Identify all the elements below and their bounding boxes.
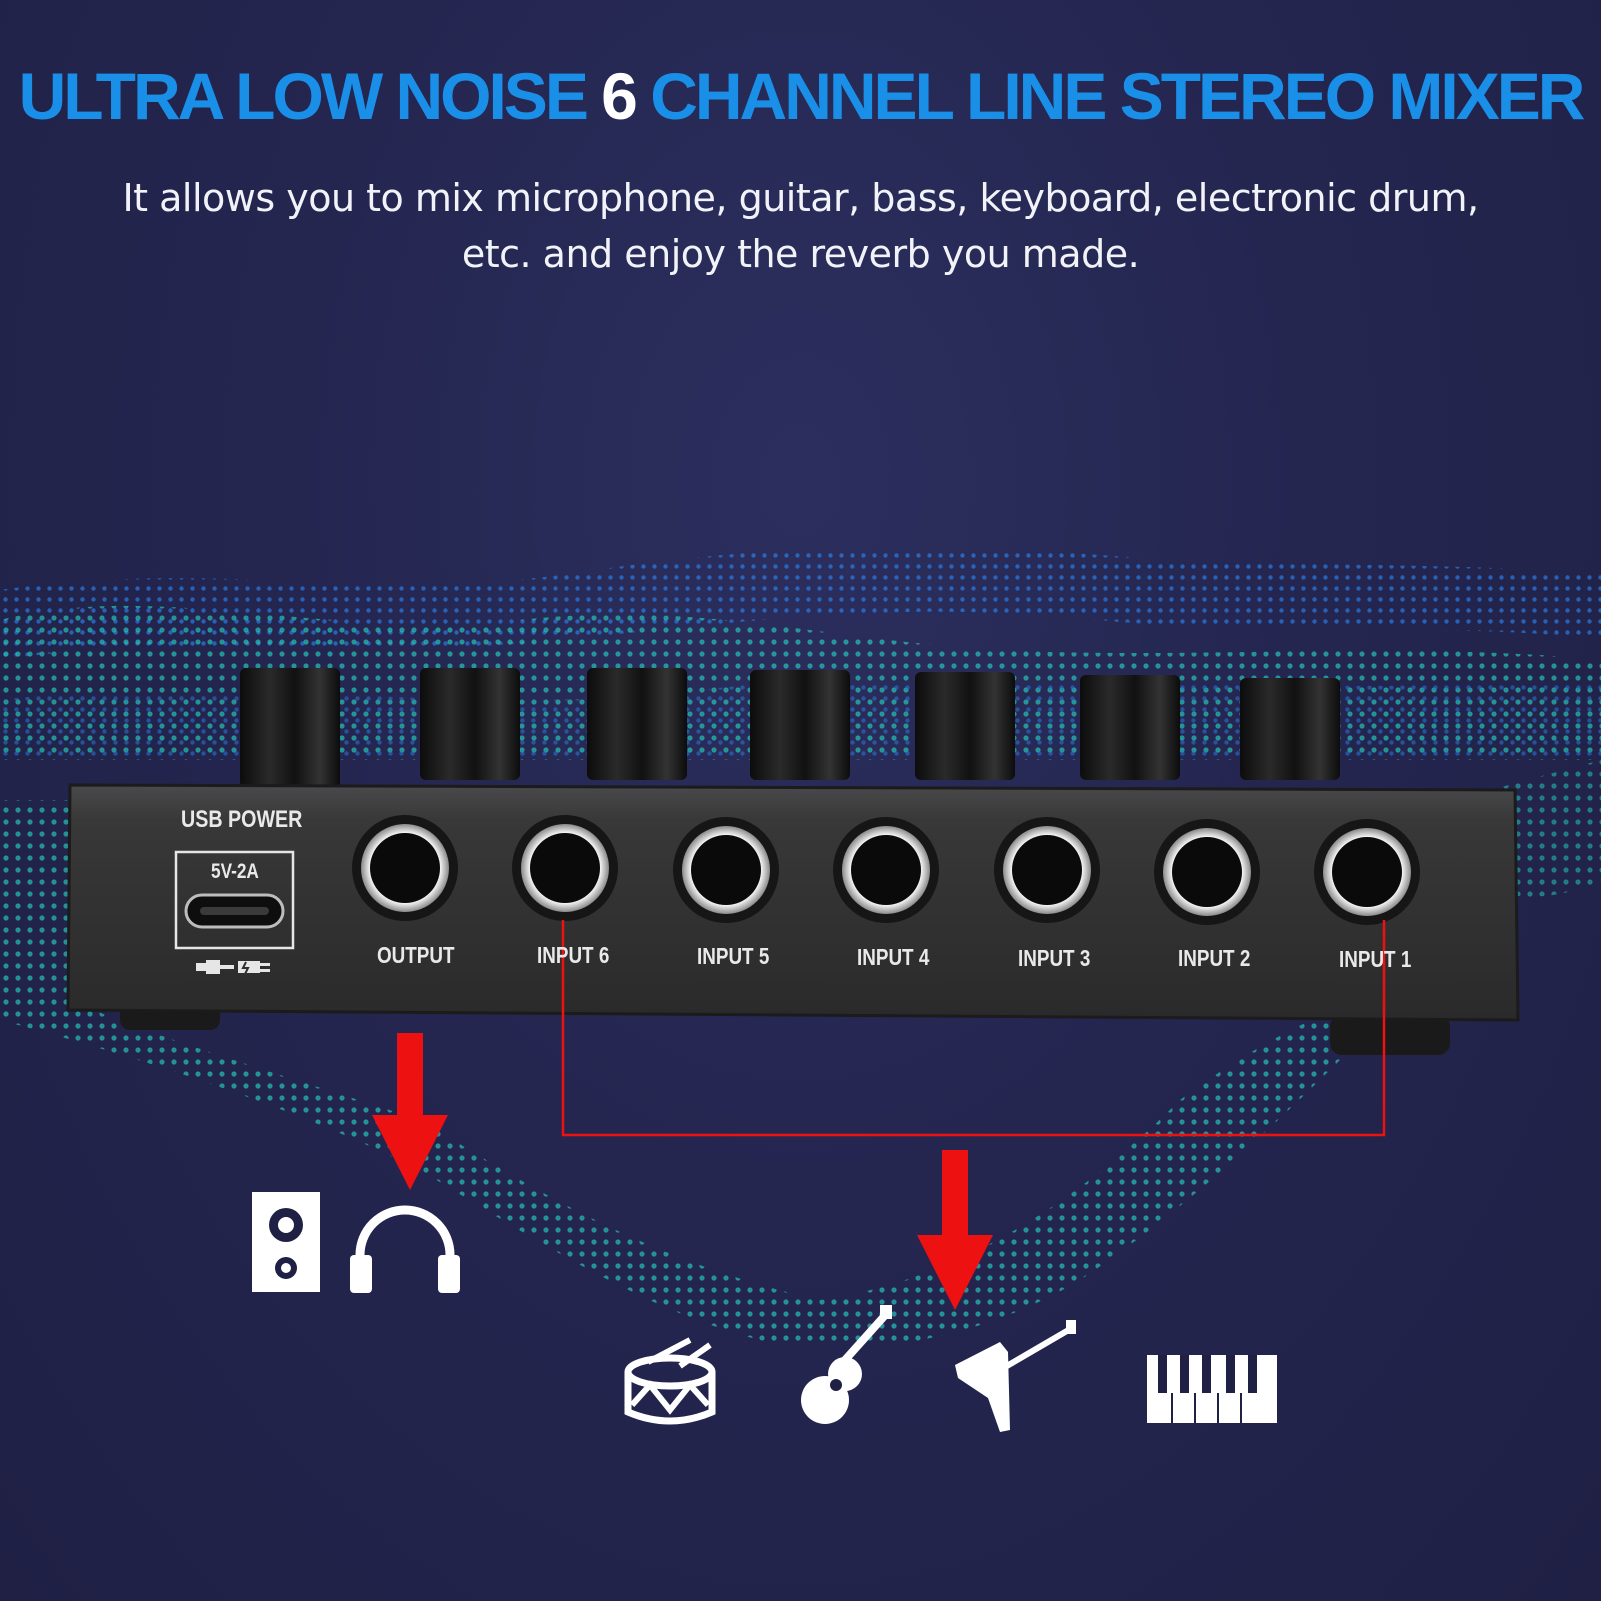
port-label-input-4: INPUT 4: [857, 944, 930, 970]
jack-input-6[interactable]: [512, 815, 618, 921]
port-label-input-2: INPUT 2: [1178, 945, 1251, 971]
mixer-body: [66, 783, 1520, 1022]
knob[interactable]: [750, 670, 850, 780]
subtitle-line1: It allows you to mix microphone, guitar,…: [122, 176, 1479, 220]
speaker-icon: [252, 1192, 320, 1292]
knob[interactable]: [1240, 678, 1340, 780]
port-label-output: OUTPUT: [377, 942, 455, 968]
rubber-foot: [1330, 1015, 1450, 1055]
jack-input-1[interactable]: [1314, 819, 1420, 925]
input-arrow: [917, 1150, 993, 1310]
jack-input-4[interactable]: [833, 817, 939, 923]
headline: ULTRA LOW NOISE 6 CHANNEL LINE STEREO MI…: [0, 58, 1601, 134]
power-plug-icon: [196, 960, 270, 975]
jack-input-2[interactable]: [1154, 819, 1260, 925]
usb-power-label: USB POWER: [181, 806, 303, 833]
electric-guitar-icon: [955, 1320, 1076, 1432]
keyboard-icon: [1147, 1355, 1277, 1423]
headline-number: 6: [601, 59, 638, 133]
port-label-input-1: INPUT 1: [1339, 946, 1412, 972]
jack-output[interactable]: [352, 815, 458, 921]
port-label-input-6: INPUT 6: [537, 942, 610, 968]
usb-spec-label: 5V-2A: [211, 860, 259, 883]
drum-icon: [624, 1337, 716, 1425]
headphones-icon: [350, 1205, 460, 1293]
knob[interactable]: [587, 668, 687, 780]
knob[interactable]: [915, 672, 1015, 780]
input-bracket-line: [561, 920, 1386, 1137]
port-label-input-3: INPUT 3: [1018, 945, 1091, 971]
jack-input-5[interactable]: [673, 817, 779, 923]
headline-part1: ULTRA LOW NOISE: [18, 59, 602, 133]
headline-part2: CHANNEL LINE STEREO MIXER: [634, 59, 1585, 133]
knob[interactable]: [420, 668, 520, 780]
subtitle-line2: etc. and enjoy the reverb you made.: [461, 232, 1140, 276]
acoustic-guitar-icon: [801, 1305, 892, 1424]
knob[interactable]: [1080, 675, 1180, 780]
jack-input-3[interactable]: [994, 817, 1100, 923]
subtitle: It allows you to mix microphone, guitar,…: [80, 170, 1521, 282]
knob[interactable]: [240, 668, 340, 788]
output-arrow: [372, 1033, 448, 1190]
usb-c-box: [174, 850, 295, 950]
port-label-input-5: INPUT 5: [697, 943, 770, 969]
knob-row: [240, 668, 1340, 788]
